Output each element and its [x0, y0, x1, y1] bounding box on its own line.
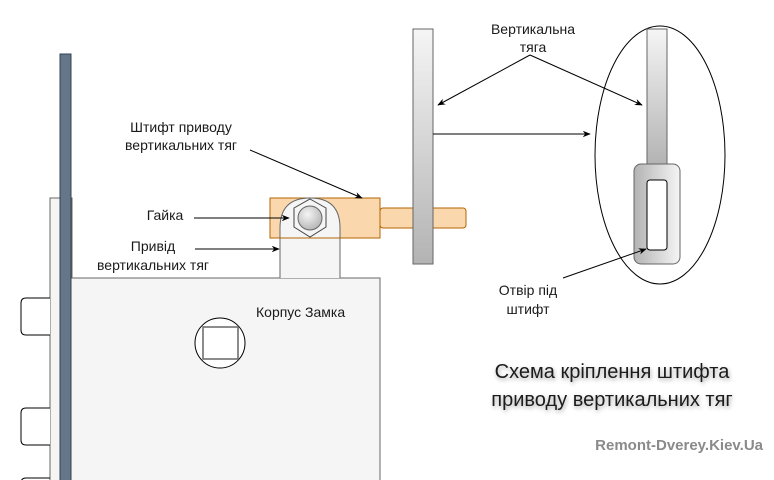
lock-body: [70, 277, 381, 480]
vertical-rod-detail: [646, 28, 668, 166]
label-drive-1: Привід: [131, 238, 175, 254]
arrow-rod-left: [437, 54, 531, 106]
lock-bolt-2: [20, 407, 50, 446]
label-pin-1: Штифт приводу: [130, 119, 232, 135]
lock-faceplate: [59, 53, 72, 480]
label-pin-hole-1: Отвір під: [499, 282, 557, 298]
label-vertical-rod-1: Вертикальна: [491, 21, 575, 37]
lock-bolt-1: [20, 297, 50, 336]
nut-bolt: [297, 205, 323, 231]
diagram-title-2: приводу вертикальних тяг: [491, 389, 732, 411]
pin-hole: [646, 179, 668, 251]
detail-ellipse: [594, 25, 726, 285]
spindle-square: [202, 326, 239, 360]
arrow-hole: [562, 248, 647, 279]
arrow-pin: [249, 149, 363, 199]
label-drive-2: вертикальних тяг: [97, 257, 209, 273]
label-pin-hole-2: штифт: [506, 301, 550, 317]
label-lock-body: Корпус Замка: [256, 304, 345, 320]
label-pin-2: вертикальних тяг: [125, 137, 237, 153]
arrow-rod-right: [529, 54, 643, 106]
label-vertical-rod-2: тяга: [520, 39, 547, 55]
diagram-title-1: Схема кріплення штифта: [495, 361, 731, 383]
vertical-rod: [412, 28, 434, 265]
watermark: Remont-Dverey.Kiev.Ua: [595, 437, 763, 454]
label-nut: Гайка: [147, 207, 184, 223]
